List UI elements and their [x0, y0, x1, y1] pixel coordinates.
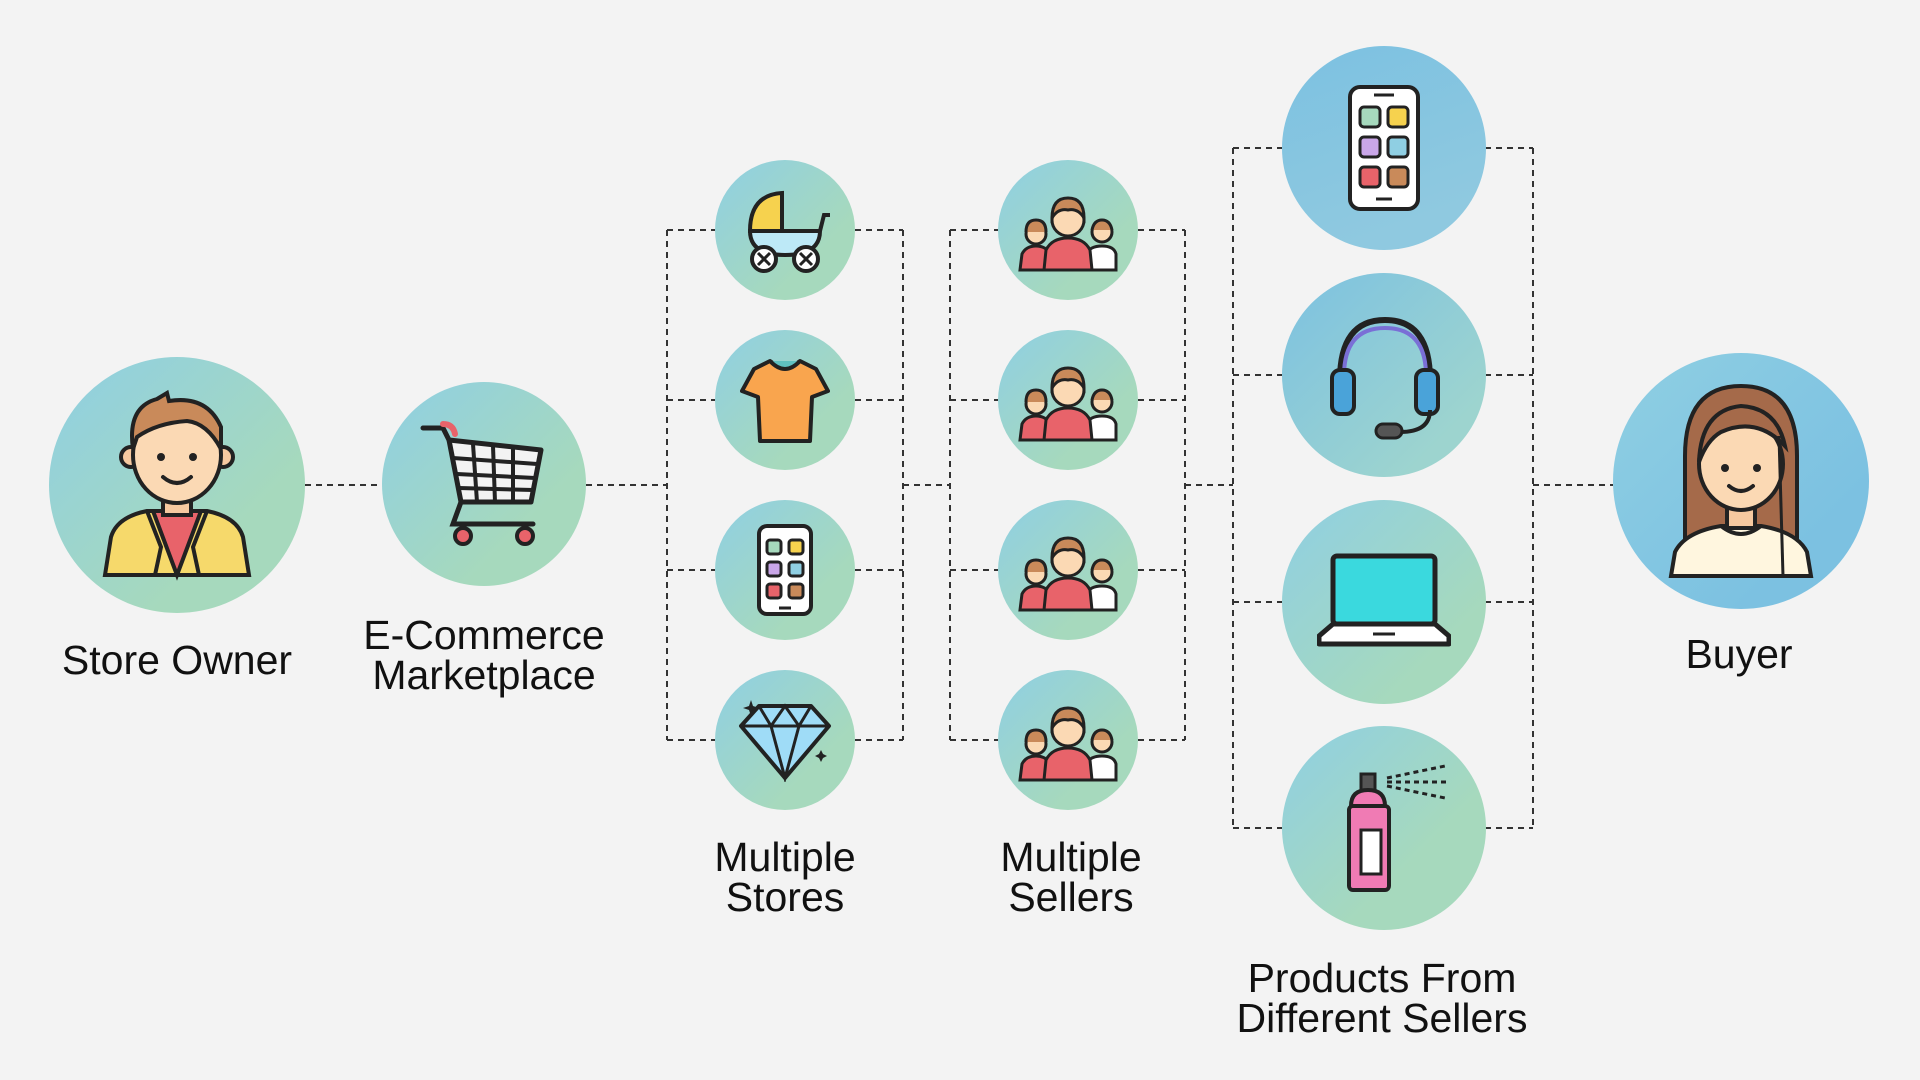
products-label: Products From Different Sellers: [1236, 955, 1528, 1041]
shopping-cart-icon: [420, 421, 544, 546]
sellers-label-line2: Sellers: [1008, 874, 1134, 920]
seller-group-icon: [1018, 706, 1118, 782]
store-owner-label: Store Owner: [61, 637, 293, 683]
product-node-2: [1282, 273, 1486, 477]
laptop-icon: [1317, 553, 1451, 647]
diamond-icon: [739, 700, 831, 782]
products-label-line2: Different Sellers: [1236, 995, 1528, 1041]
sellers-label-line1: Multiple: [1000, 834, 1142, 880]
marketplace-label: E-Commerce Marketplace: [363, 612, 605, 698]
marketplace-label-line2: Marketplace: [372, 652, 596, 698]
smartphone-icon: [1348, 85, 1420, 211]
spray-bottle-icon: [1347, 764, 1449, 892]
marketplace-label-line1: E-Commerce: [363, 612, 605, 658]
stores-label-line2: Stores: [725, 874, 845, 920]
headset-icon: [1330, 316, 1440, 440]
seller-group-icon: [1018, 366, 1118, 442]
t-shirt-icon: [740, 359, 830, 443]
products-label-line1: Products From: [1247, 955, 1517, 1001]
seller-group-icon: [1018, 196, 1118, 272]
stores-label: Multiple Stores: [714, 834, 856, 920]
smartphone-icon: [757, 524, 813, 616]
buyer-label: Buyer: [1685, 631, 1793, 677]
woman-avatar-icon: [1668, 383, 1814, 578]
seller-group-icon: [1018, 536, 1118, 612]
baby-stroller-icon: [747, 190, 830, 273]
man-avatar-icon: [102, 389, 252, 581]
sellers-label: Multiple Sellers: [1000, 834, 1142, 920]
stores-label-line1: Multiple: [714, 834, 856, 880]
